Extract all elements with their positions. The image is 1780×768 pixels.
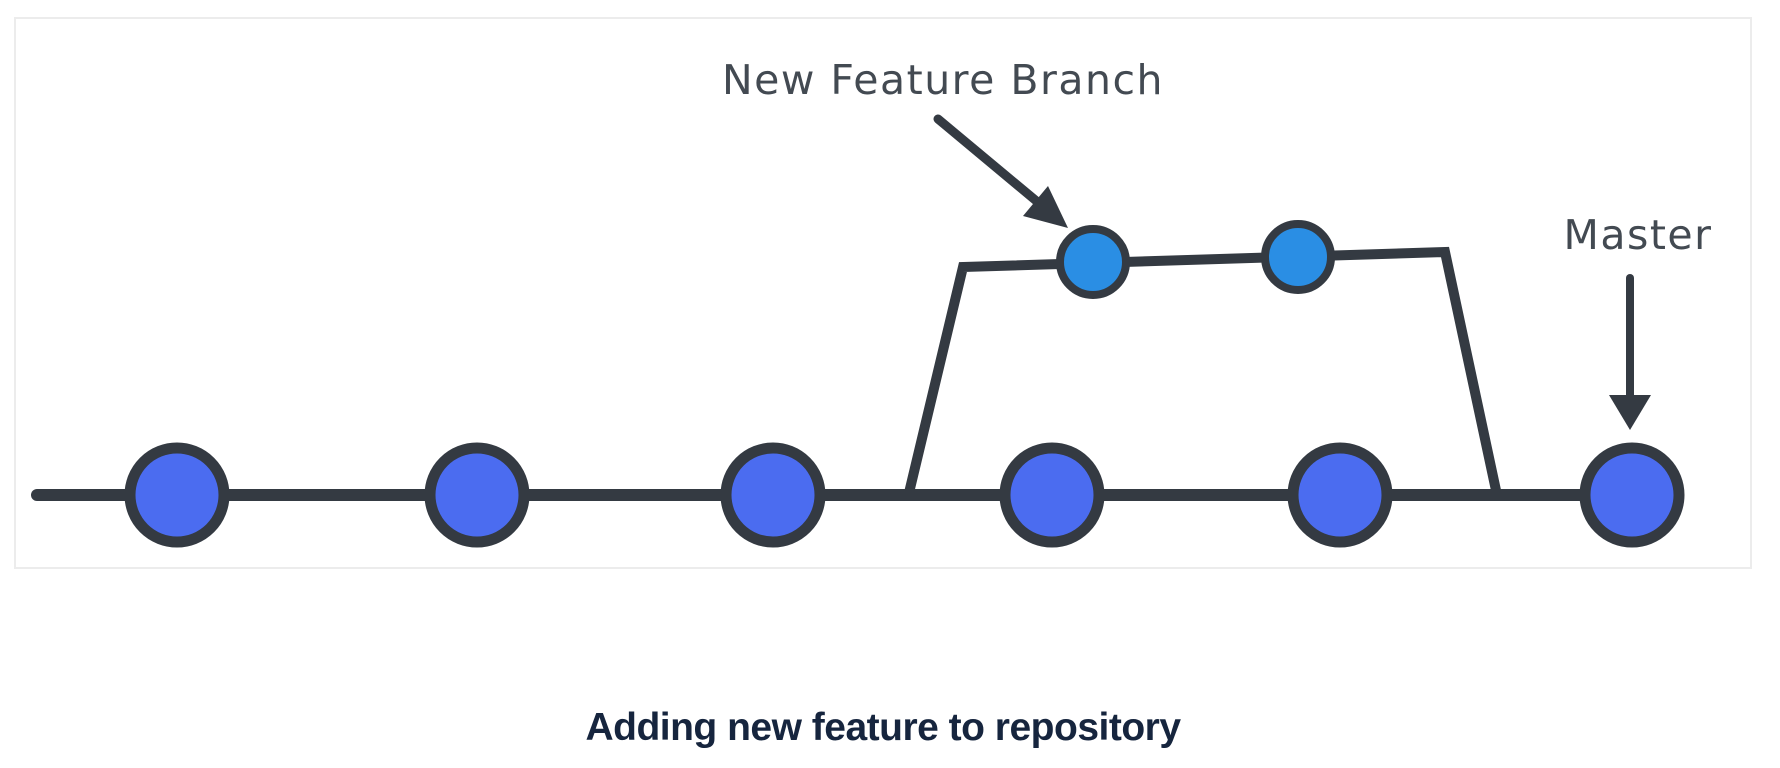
feature-commit-node [1056,225,1130,299]
feature-branch-arrow [933,114,1068,228]
diagram-panel: New Feature Branch Master [14,17,1752,569]
feature-branch-label: New Feature Branch [722,56,1164,104]
feature-commit-group [1056,220,1335,299]
commit-node [124,442,230,548]
commit-node [720,442,826,548]
commit-node [424,442,530,548]
git-branch-diagram: New Feature Branch Master [31,56,1712,548]
arrow-shaft [933,114,1045,209]
figure-caption: Adding new feature to repository [585,706,1181,749]
master-commit-group [124,442,1685,548]
commit-node [999,442,1105,548]
feature-branch-line [903,246,1502,499]
arrow-head-icon [1609,395,1651,430]
master-label: Master [1563,211,1712,259]
master-arrow [1609,274,1651,430]
commit-node [1579,442,1685,548]
arrow-head-icon [1023,186,1068,228]
commit-node [1287,442,1393,548]
feature-commit-node [1261,220,1335,294]
